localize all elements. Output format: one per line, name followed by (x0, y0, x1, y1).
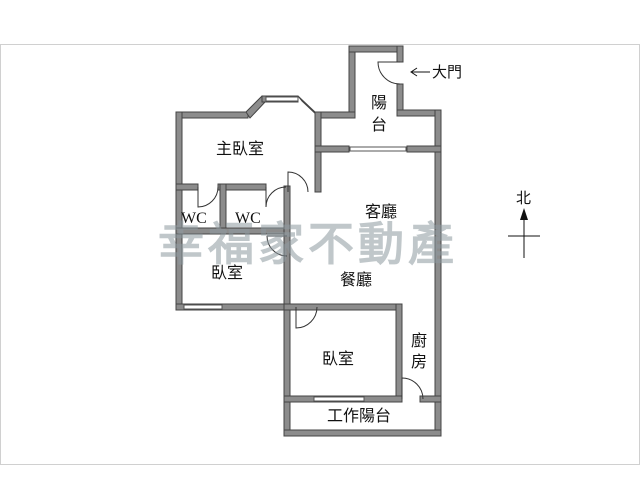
wall-wc-top-1 (175, 183, 199, 191)
window-bedroom1 (183, 304, 223, 310)
door-wc2 (265, 186, 287, 208)
doors (197, 61, 424, 400)
label-wc-2: WC (235, 210, 261, 227)
main-door-note: 大門 (410, 63, 462, 81)
label-living-room: 客廳 (365, 202, 397, 221)
label-wc-1: WC (181, 210, 207, 227)
wall-balcony-left (348, 45, 356, 119)
door-wc1 (197, 186, 219, 208)
door-bedroom2 (295, 306, 318, 329)
wall-balcony-top (348, 45, 404, 53)
wall-bedroom2-right (395, 303, 403, 401)
wall-kitchen-bottom (419, 395, 442, 403)
wall-door-top (396, 45, 404, 63)
label-master-bedroom: 主臥室 (216, 139, 264, 158)
watermark-text: 幸福家不動產 (158, 217, 458, 271)
window-bay (265, 96, 299, 102)
label-main-door: 大門 (432, 63, 462, 81)
wall-master-top-left (175, 111, 249, 119)
windows (183, 96, 407, 402)
label-dining-room: 餐廳 (340, 270, 372, 289)
label-balcony: 陽台 (371, 93, 387, 134)
door-bedroom1 (266, 235, 288, 257)
door-kitchen (401, 377, 424, 400)
window-living (349, 146, 407, 152)
wall-south (283, 429, 442, 437)
door-master (287, 171, 309, 193)
label-bedroom-2: 臥室 (322, 349, 354, 368)
wall-living-top-left (314, 145, 350, 153)
north-arrow-head (520, 208, 528, 220)
label-bedroom-1: 臥室 (211, 263, 243, 282)
wall-right-top (396, 109, 442, 117)
label-utility-balcony: 工作陽台 (327, 406, 391, 425)
walls (175, 45, 442, 437)
door-main (377, 61, 401, 85)
label-kitchen: 廚房 (411, 331, 427, 371)
label-north: 北 (516, 189, 531, 207)
north-arrow: 北 (508, 189, 540, 258)
wall-living-top-right (406, 145, 442, 153)
wall-east (434, 109, 442, 436)
wall-bedroom2-top (283, 303, 403, 311)
window-bedroom2 (313, 396, 365, 402)
